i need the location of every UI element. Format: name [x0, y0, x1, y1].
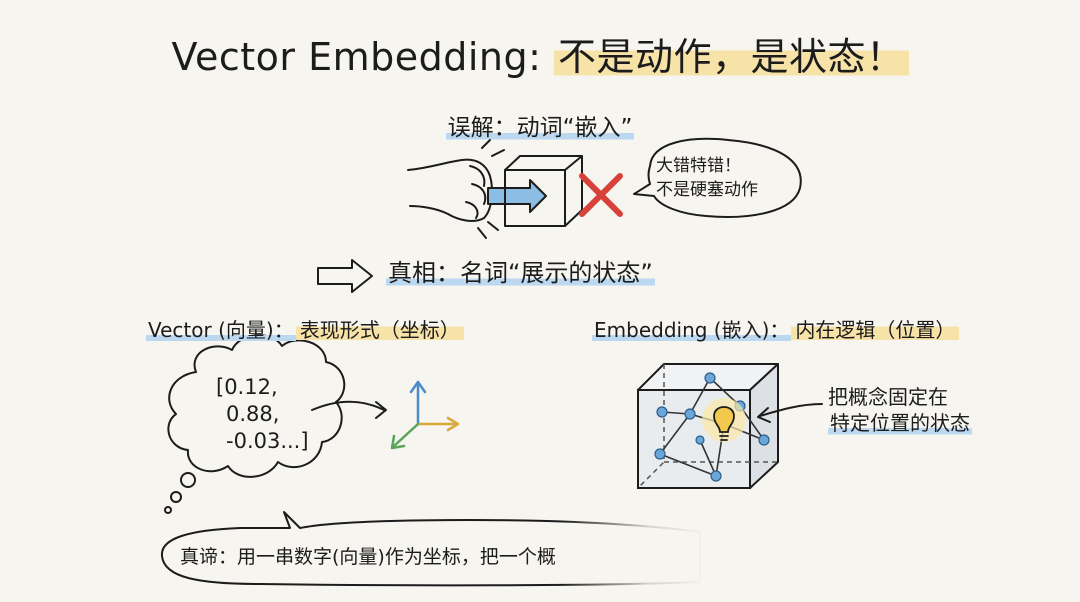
vector-label: Vector (向量)：表现形式（坐标） — [146, 314, 464, 343]
title-chinese: 不是动作，是状态！ — [554, 35, 909, 79]
embedding-note: 把概念固定在 特定位置的状态 — [828, 385, 972, 436]
speech-bubble — [633, 137, 802, 218]
arrow-right-icon — [487, 179, 547, 213]
embedding-label: Embedding (嵌入)：内在逻辑（位置） — [592, 314, 960, 343]
lightbulb-icon — [702, 398, 746, 442]
title-english: Vector Embedding: — [171, 35, 542, 79]
red-x-icon — [579, 173, 623, 217]
truth-label: 真相：名词“展示的状态” — [386, 259, 655, 287]
bottom-fade-overlay — [560, 505, 760, 602]
axes-icon — [390, 380, 460, 450]
vector-values: [0.12, 0.88, -0.03...] — [216, 375, 309, 453]
bottom-summary: 真谛：用一串数字(向量)作为坐标，把一个概 — [180, 546, 556, 568]
misconception-label: 误解：动词“嵌入” — [445, 115, 635, 141]
arrow-right-icon — [317, 259, 373, 293]
speech-bubble-text: 大错特错！ 不是硬塞动作 — [656, 156, 758, 200]
page-title: Vector Embedding: 不是动作，是状态！ — [0, 26, 1080, 81]
